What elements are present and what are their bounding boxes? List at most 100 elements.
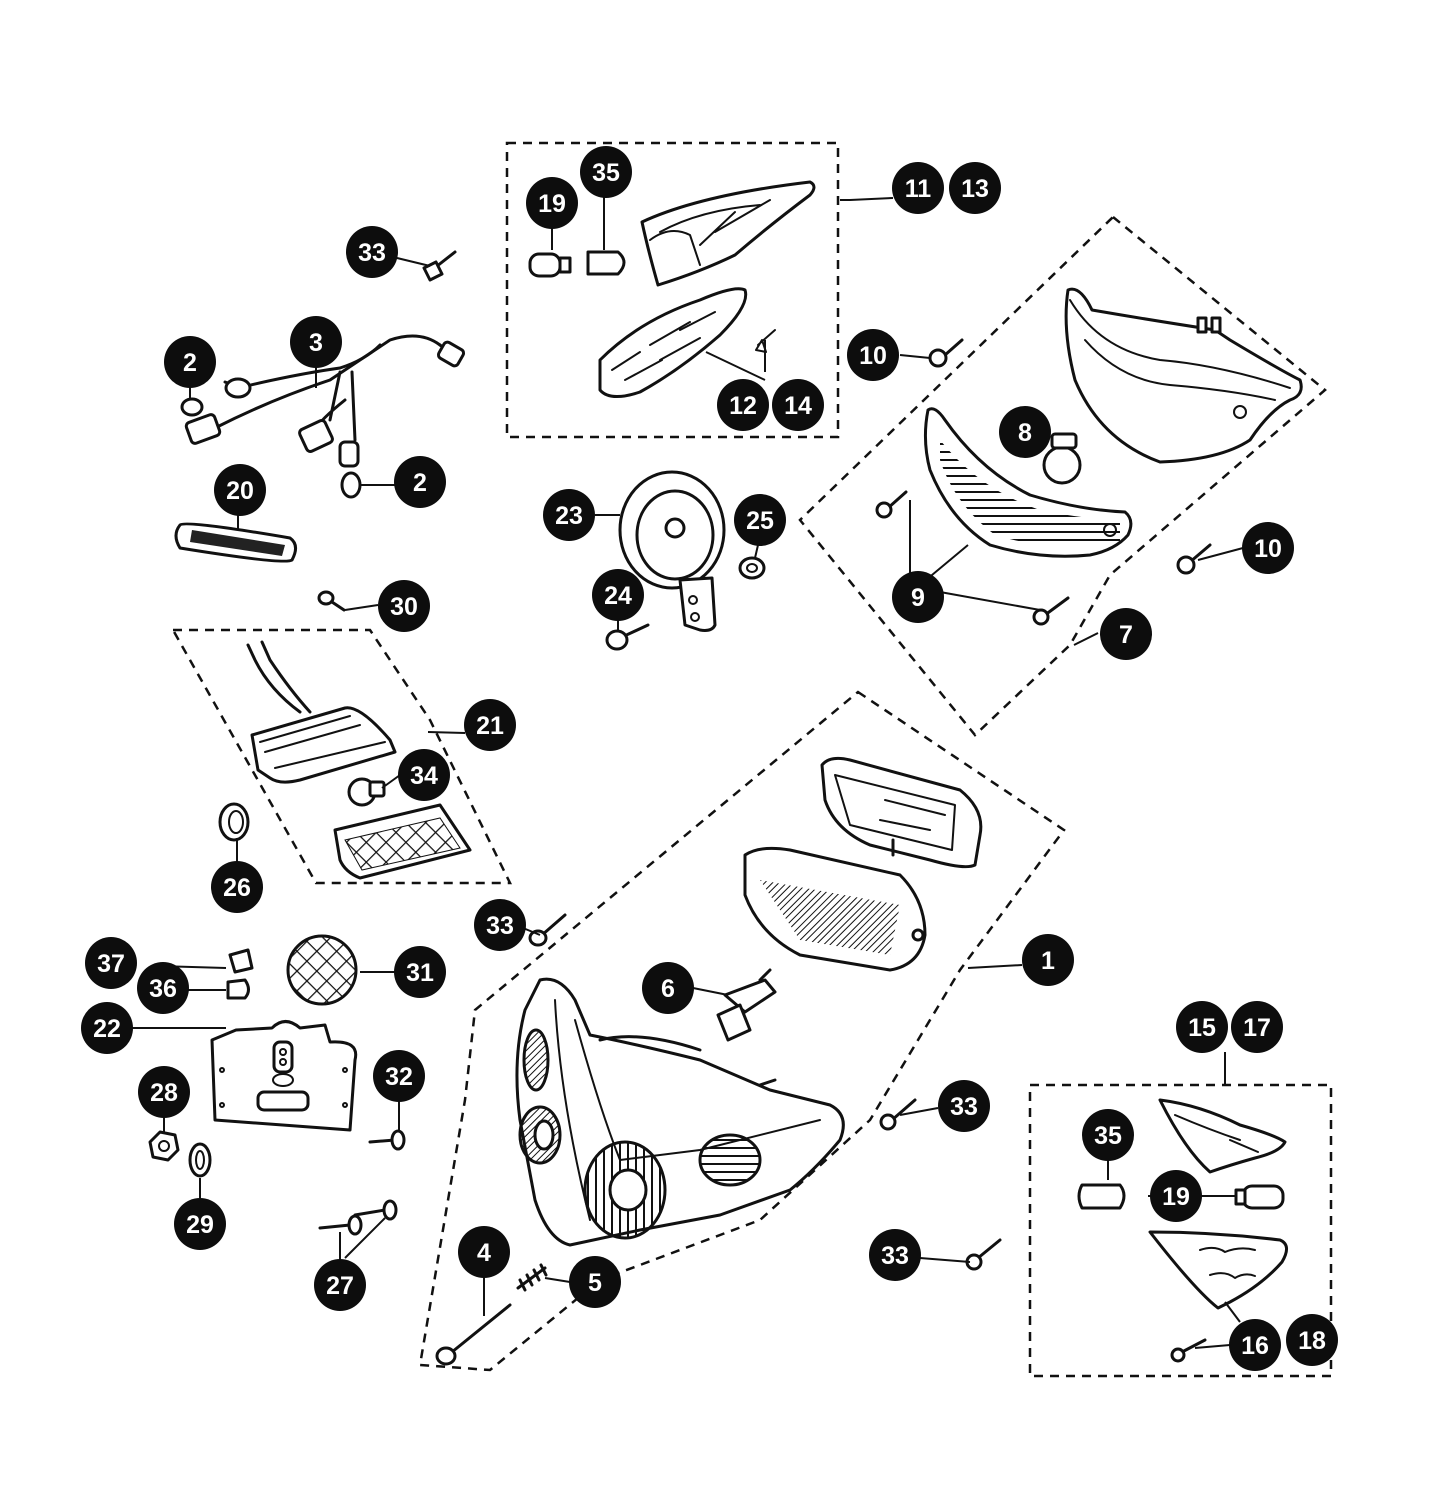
callout-12: 12 xyxy=(717,379,769,431)
callout-16: 16 xyxy=(1229,1319,1281,1371)
svg-text:22: 22 xyxy=(93,1015,121,1043)
callout-25: 25 xyxy=(734,494,786,546)
svg-text:21: 21 xyxy=(476,712,504,740)
svg-text:19: 19 xyxy=(1162,1183,1190,1211)
reflector-strip-20 xyxy=(174,522,297,563)
svg-text:26: 26 xyxy=(223,874,251,902)
tail-bulb-34 xyxy=(347,777,386,807)
svg-text:31: 31 xyxy=(406,959,434,987)
svg-text:1: 1 xyxy=(1041,947,1055,975)
tail-light-lens xyxy=(333,803,472,880)
bolts-27 xyxy=(318,1199,398,1236)
nut-28 xyxy=(148,1130,180,1162)
svg-text:25: 25 xyxy=(746,507,774,535)
callout-26: 26 xyxy=(211,861,263,913)
callout-11: 11 xyxy=(892,162,944,214)
screw-10-lower xyxy=(1176,543,1212,575)
rear-turn-signal-lens xyxy=(1148,1230,1288,1310)
svg-text:17: 17 xyxy=(1243,1014,1271,1042)
front-turn-signal-lens xyxy=(598,287,748,398)
svg-text:8: 8 xyxy=(1018,419,1032,447)
bulb-2-lower xyxy=(340,471,362,499)
svg-text:19: 19 xyxy=(538,190,566,218)
callout-22: 22 xyxy=(81,1002,133,1054)
rear-turn-signal-housing xyxy=(1158,1098,1287,1174)
screw-33-right xyxy=(879,1098,917,1131)
tail-light-housing xyxy=(246,640,397,784)
svg-text:13: 13 xyxy=(961,175,989,203)
callout-14: 14 xyxy=(772,379,824,431)
svg-text:36: 36 xyxy=(149,975,177,1003)
rear-bulb-35 xyxy=(1077,1183,1126,1210)
svg-text:33: 33 xyxy=(358,239,386,267)
callout-17: 17 xyxy=(1231,1001,1283,1053)
license-plate-bracket xyxy=(210,1020,358,1132)
svg-text:33: 33 xyxy=(486,912,514,940)
svg-text:4: 4 xyxy=(477,1239,491,1267)
svg-text:37: 37 xyxy=(97,950,125,978)
turn-signal-front-group-box xyxy=(505,141,840,439)
callout-19-rear: 19 xyxy=(1150,1170,1202,1222)
svg-text:2: 2 xyxy=(183,349,197,377)
tail-light-group-box xyxy=(170,628,513,885)
svg-text:6: 6 xyxy=(661,975,675,1003)
parts xyxy=(148,180,1303,1366)
headlight-bulb-6 xyxy=(716,968,777,1042)
round-reflector-31 xyxy=(286,934,358,1006)
screw-9-right xyxy=(1032,596,1070,626)
svg-text:18: 18 xyxy=(1298,1327,1326,1355)
svg-text:34: 34 xyxy=(410,762,438,790)
callout-29: 29 xyxy=(174,1198,226,1250)
horn xyxy=(618,470,726,632)
svg-text:33: 33 xyxy=(881,1242,909,1270)
callout-28: 28 xyxy=(138,1066,190,1118)
callout-36: 36 xyxy=(137,962,189,1014)
svg-text:30: 30 xyxy=(390,593,418,621)
callout-23: 23 xyxy=(543,489,595,541)
headlight-shell-back xyxy=(820,756,983,869)
svg-text:3: 3 xyxy=(309,329,323,357)
svg-text:11: 11 xyxy=(905,175,932,203)
svg-text:2: 2 xyxy=(413,469,427,497)
headlight-cover-group-box xyxy=(798,215,1327,737)
rear-lens-screw xyxy=(1170,1338,1207,1363)
svg-text:35: 35 xyxy=(592,159,620,187)
headlight-grille-cover xyxy=(923,407,1133,558)
headlight-front-assembly xyxy=(515,977,845,1247)
bolt-32 xyxy=(368,1129,406,1151)
callout-2-lower: 2 xyxy=(394,456,446,508)
svg-text:20: 20 xyxy=(226,477,254,505)
spring-5 xyxy=(516,1263,548,1292)
callout-4: 4 xyxy=(458,1226,510,1278)
screw-33-mid xyxy=(528,913,567,947)
callout-31: 31 xyxy=(394,946,446,998)
callout-34: 34 xyxy=(398,749,450,801)
callout-33-mid: 33 xyxy=(474,899,526,951)
wiring-harness xyxy=(184,334,466,468)
svg-text:24: 24 xyxy=(604,582,632,610)
bolt-4 xyxy=(435,1303,512,1366)
svg-text:14: 14 xyxy=(784,392,812,420)
callout-5: 5 xyxy=(569,1256,621,1308)
svg-text:29: 29 xyxy=(186,1211,214,1239)
svg-text:35: 35 xyxy=(1094,1122,1122,1150)
callout-1: 1 xyxy=(1022,934,1074,986)
callout-9: 9 xyxy=(892,571,944,623)
callout-7: 7 xyxy=(1100,608,1152,660)
svg-text:10: 10 xyxy=(1254,535,1282,563)
screw-30 xyxy=(317,590,346,612)
callout-30: 30 xyxy=(378,580,430,632)
callout-35-top: 35 xyxy=(580,146,632,198)
callout-6: 6 xyxy=(642,962,694,1014)
rear-bulb-19 xyxy=(1234,1184,1285,1210)
callout-35-rear: 35 xyxy=(1082,1109,1134,1161)
callout-19-top: 19 xyxy=(526,177,578,229)
callout-32: 32 xyxy=(373,1050,425,1102)
bulb-8 xyxy=(1042,432,1082,485)
screw-33-top xyxy=(422,250,457,282)
callout-21: 21 xyxy=(464,699,516,751)
callout-37: 37 xyxy=(85,937,137,989)
svg-text:5: 5 xyxy=(588,1269,602,1297)
nut-25 xyxy=(738,556,766,580)
callout-20: 20 xyxy=(214,464,266,516)
